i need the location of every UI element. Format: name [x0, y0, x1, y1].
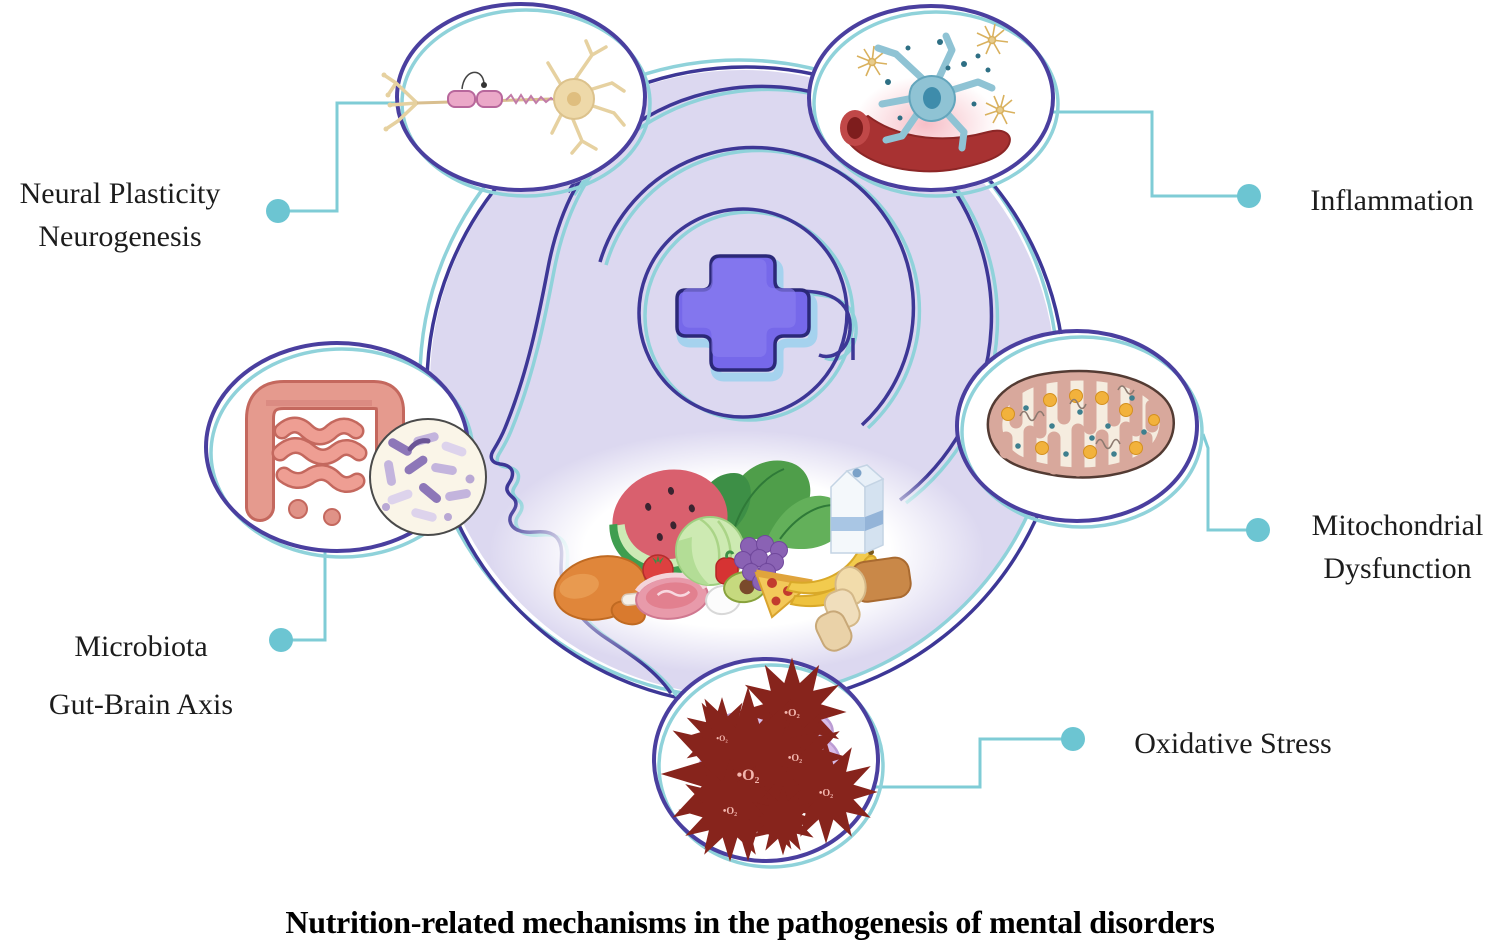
- neuron-icon: [381, 39, 626, 155]
- label-microbiota-line2: Gut-Brain Axis: [48, 688, 234, 721]
- label-neural-plasticity-line2: Neurogenesis: [38, 220, 202, 253]
- label-neural-plasticity-line1: Neural Plasticity: [19, 177, 221, 210]
- label-mitochondrial-line2: Dysfunction: [1323, 552, 1472, 585]
- node-oxidative-stress: •O₂ •O₂ •O₂ •O₂ •O₂ •O₂: [652, 657, 885, 869]
- microbiome-magnifier: [369, 418, 487, 536]
- radical-label: •O₂: [723, 806, 737, 817]
- label-oxidative-stress: Oxidative Stress: [1108, 722, 1358, 765]
- bacteria-rods: [382, 432, 475, 522]
- milk-carton: [830, 464, 885, 555]
- label-mitochondrial: Mitochondrial Dysfunction: [1295, 504, 1500, 590]
- radical-label: •O₂: [788, 753, 802, 764]
- bread-loaf: [814, 556, 912, 652]
- connector-neural-plasticity: [278, 101, 398, 213]
- connector-oxidative-stress: [872, 737, 1066, 789]
- connector-microbiota: [288, 548, 327, 642]
- healthy-food-illustration: [553, 460, 912, 652]
- radical-label: •O₂: [784, 707, 800, 719]
- free-radical-cell-icon: •O₂ •O₂ •O₂ •O₂ •O₂ •O₂: [698, 692, 845, 833]
- radical-label: •O₂: [737, 767, 760, 784]
- figure-title: Nutrition-related mechanisms in the path…: [285, 904, 1215, 940]
- node-mitochondrial: [955, 329, 1204, 529]
- label-mitochondrial-line1: Mitochondrial: [1311, 509, 1484, 542]
- node-microbiota: [204, 341, 487, 559]
- connectors: [266, 101, 1270, 789]
- connector-dot-microbiota: [269, 628, 293, 652]
- microglia-cell: [874, 32, 996, 152]
- connector-mitochondrial: [1201, 433, 1252, 532]
- label-microbiota: Microbiota Gut-Brain Axis: [0, 618, 282, 734]
- radical-label: •O₂: [819, 788, 833, 799]
- label-oxidative-stress-line1: Oxidative Stress: [1134, 727, 1332, 760]
- node-neural-plasticity: [381, 2, 652, 198]
- gut-microbiome-icon: [245, 380, 487, 536]
- mitochondrion-icon: [986, 369, 1175, 479]
- connector-dot-inflammation: [1237, 184, 1261, 208]
- connector-dot-oxidative: [1061, 727, 1085, 751]
- mitochondria-dna: [1019, 385, 1135, 450]
- neuroinflammation-icon: [840, 23, 1016, 173]
- label-neural-plasticity: Neural Plasticity Neurogenesis: [0, 172, 240, 258]
- center-head-illustration: [418, 58, 1067, 707]
- label-inflammation-line1: Inflammation: [1310, 184, 1474, 217]
- label-microbiota-line1: Microbiota: [74, 630, 208, 663]
- node-inflammation: [807, 4, 1060, 198]
- connector-inflammation: [1053, 110, 1242, 198]
- label-inflammation: Inflammation: [1292, 179, 1492, 222]
- radical-label: •O₂: [716, 734, 728, 743]
- mitochondria-granules: [1001, 389, 1160, 459]
- superoxide-radicals: •O₂ •O₂ •O₂ •O₂ •O₂ •O₂: [707, 692, 845, 833]
- connector-dot-neural: [266, 199, 290, 223]
- connector-dot-mitochondrial: [1246, 518, 1270, 542]
- astrocyte-icons: [856, 23, 1016, 125]
